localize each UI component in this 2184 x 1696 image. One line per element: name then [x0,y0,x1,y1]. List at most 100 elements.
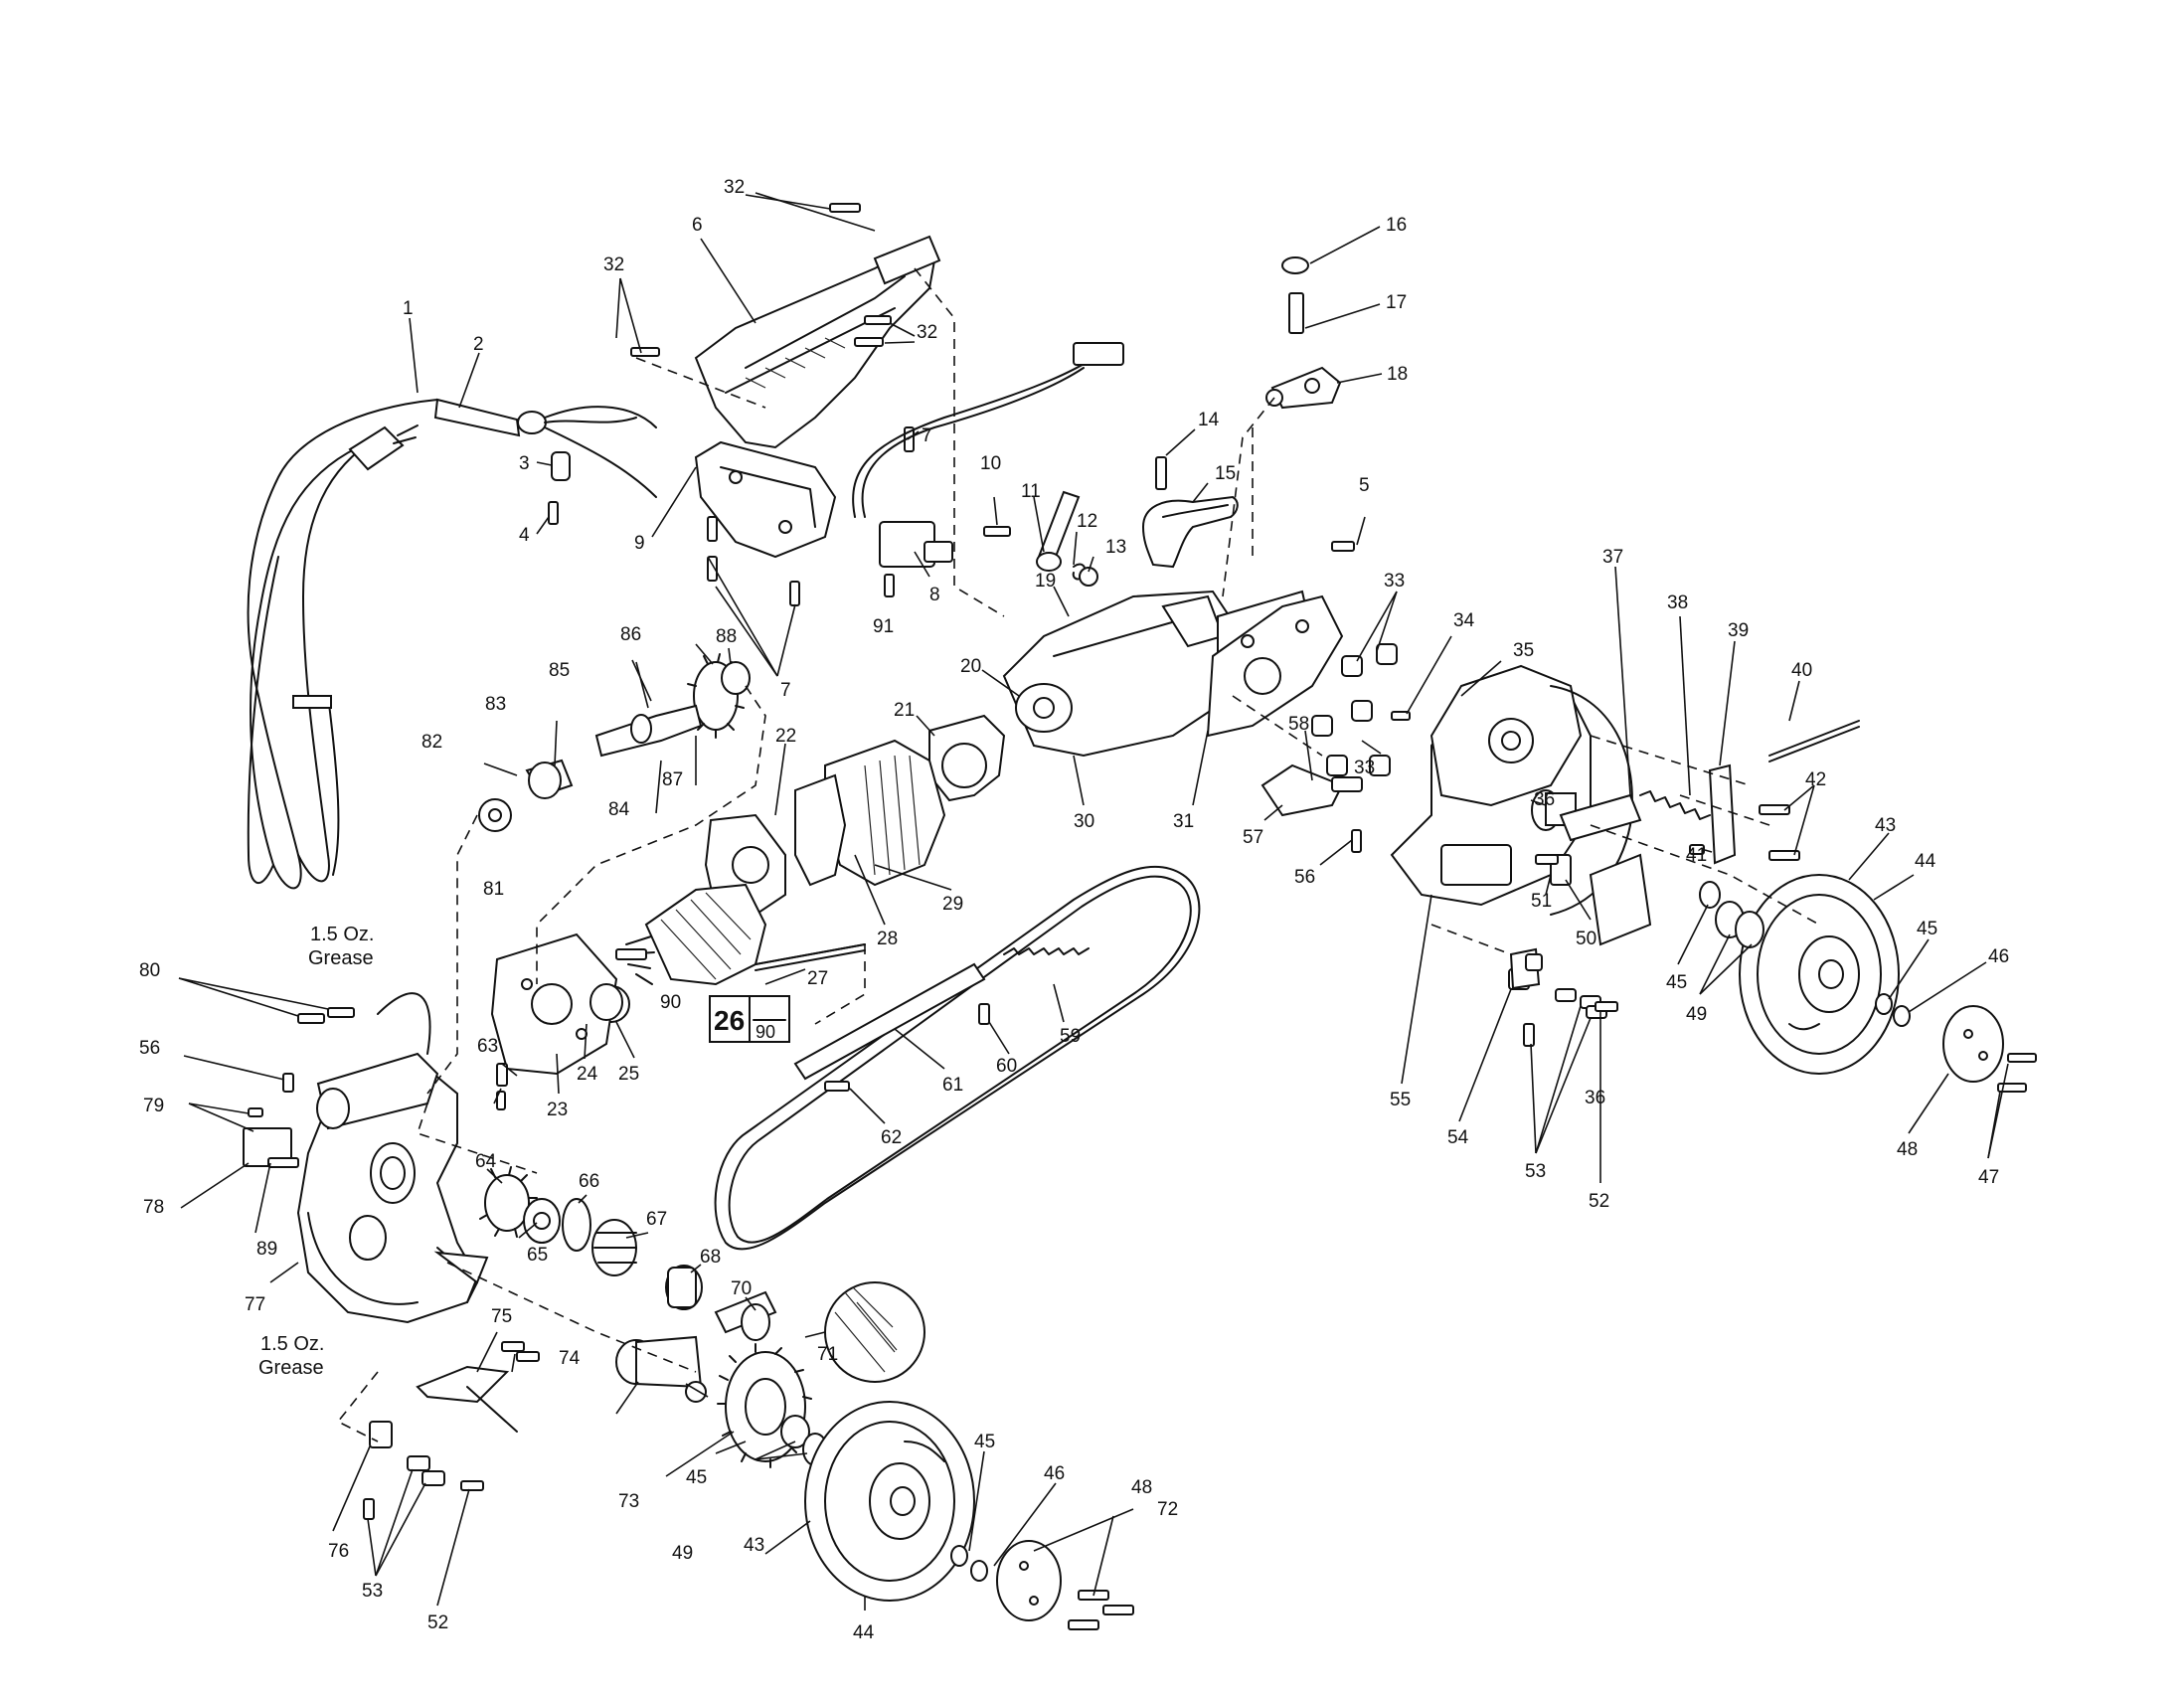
callout-3: 3 [519,453,530,474]
callout-22: 22 [775,726,796,747]
callout-15: 15 [1215,463,1236,484]
callout-82: 82 [421,732,442,753]
blade-guard [1141,456,1239,569]
callout-44b: 44 [853,1622,875,1643]
callout-76: 76 [328,1541,349,1562]
callout-88: 88 [716,626,737,647]
drive-gear-set [479,1166,703,1310]
callout-10: 10 [980,453,1001,474]
callout-71: 71 [817,1344,838,1365]
callout-7a: 7 [922,425,932,446]
grease-notes: 1.5 Oz. Grease 1.5 Oz. Grease [258,924,374,1379]
callout-labels: 1 2 3 4 5 6 7 7 8 9 10 11 12 13 14 15 16… [139,177,2009,1643]
handle-half [694,440,837,559]
callout-42: 42 [1805,769,1826,790]
callout-39: 39 [1728,620,1749,641]
callout-70: 70 [731,1278,752,1299]
callout-32c: 32 [917,322,937,343]
callout-29: 29 [942,894,963,915]
callout-59: 59 [1060,1026,1081,1047]
lock-lever [983,490,1098,587]
callout-11: 11 [1021,481,1041,502]
callout-16: 16 [1386,215,1407,236]
callout-51: 51 [1531,891,1552,912]
grease-note-top-line2: Grease [308,947,374,969]
callout-66: 66 [579,1171,599,1192]
callout-45c: 45 [686,1467,707,1488]
callout-79: 79 [143,1096,164,1116]
callout-21: 21 [894,700,915,721]
gear-housing [243,992,508,1324]
callout-57: 57 [1243,827,1263,848]
callout-90: 90 [660,992,681,1013]
callout-40: 40 [1791,660,1812,681]
callout-31: 31 [1173,811,1194,832]
callout-60: 60 [996,1056,1017,1077]
power-cord [247,398,657,890]
callout-64: 64 [475,1151,497,1172]
callout-77: 77 [245,1294,265,1315]
adjuster [1265,256,1342,410]
callout-61: 61 [942,1075,963,1096]
callout-9: 9 [634,533,645,554]
callout-48b: 48 [1131,1477,1152,1498]
callout-19: 19 [1035,571,1056,592]
guide-blocks [1508,947,1618,1047]
callout-86: 86 [620,624,641,645]
kit-box-subnumber: 90 [756,1022,775,1042]
callout-4: 4 [519,525,530,546]
callout-12: 12 [1077,511,1097,532]
leader-lines [178,192,2009,1611]
callout-23: 23 [547,1100,568,1120]
callout-32a: 32 [724,177,745,198]
callout-50: 50 [1576,929,1596,949]
callout-17: 17 [1386,292,1407,313]
callout-89: 89 [256,1239,277,1260]
spacers [1311,643,1411,776]
callout-78: 78 [143,1197,164,1218]
grease-note-top-line1: 1.5 Oz. [310,924,374,945]
callout-1: 1 [403,298,414,319]
assembly-lines [336,267,1820,1442]
misc-screws [496,541,1559,1110]
callout-56b: 56 [139,1038,160,1059]
cord-clamp [548,451,571,525]
callout-45b: 45 [1917,919,1937,939]
parts-artwork [243,203,2037,1630]
kit-box-number: 26 [714,1005,745,1036]
callout-73: 73 [618,1491,639,1512]
callout-83: 83 [485,694,506,715]
handle [694,235,941,449]
grease-note-bottom-line1: 1.5 Oz. [260,1333,324,1355]
grease-note-bottom-line2: Grease [258,1357,324,1379]
callout-14: 14 [1198,410,1220,430]
callout-44a: 44 [1915,851,1936,872]
callout-54: 54 [1447,1127,1469,1148]
callout-53a: 53 [1525,1161,1546,1182]
callout-6: 6 [692,215,703,236]
callout-65: 65 [527,1245,548,1266]
callout-33b: 33 [1354,758,1375,778]
callout-5: 5 [1359,475,1370,496]
callout-45d: 45 [974,1432,995,1452]
callout-36b: 36 [1534,789,1555,810]
callout-75: 75 [491,1306,512,1327]
callout-33a: 33 [1384,571,1405,592]
callout-30: 30 [1074,811,1094,832]
callout-91: 91 [873,616,894,637]
frame [1390,664,1633,916]
callout-37: 37 [1602,547,1623,568]
callout-58: 58 [1288,714,1309,735]
callout-85: 85 [549,660,570,681]
callout-49a: 49 [1686,1004,1707,1025]
callout-46a: 46 [1988,946,2009,967]
callout-49b: 49 [672,1543,693,1564]
left-wheel [804,1401,1134,1630]
callout-24: 24 [577,1064,598,1085]
callout-80: 80 [139,960,160,981]
callout-46b: 46 [1044,1463,1065,1484]
callout-32b: 32 [603,254,624,275]
tension-knob [1260,763,1363,817]
callout-2: 2 [473,334,484,355]
